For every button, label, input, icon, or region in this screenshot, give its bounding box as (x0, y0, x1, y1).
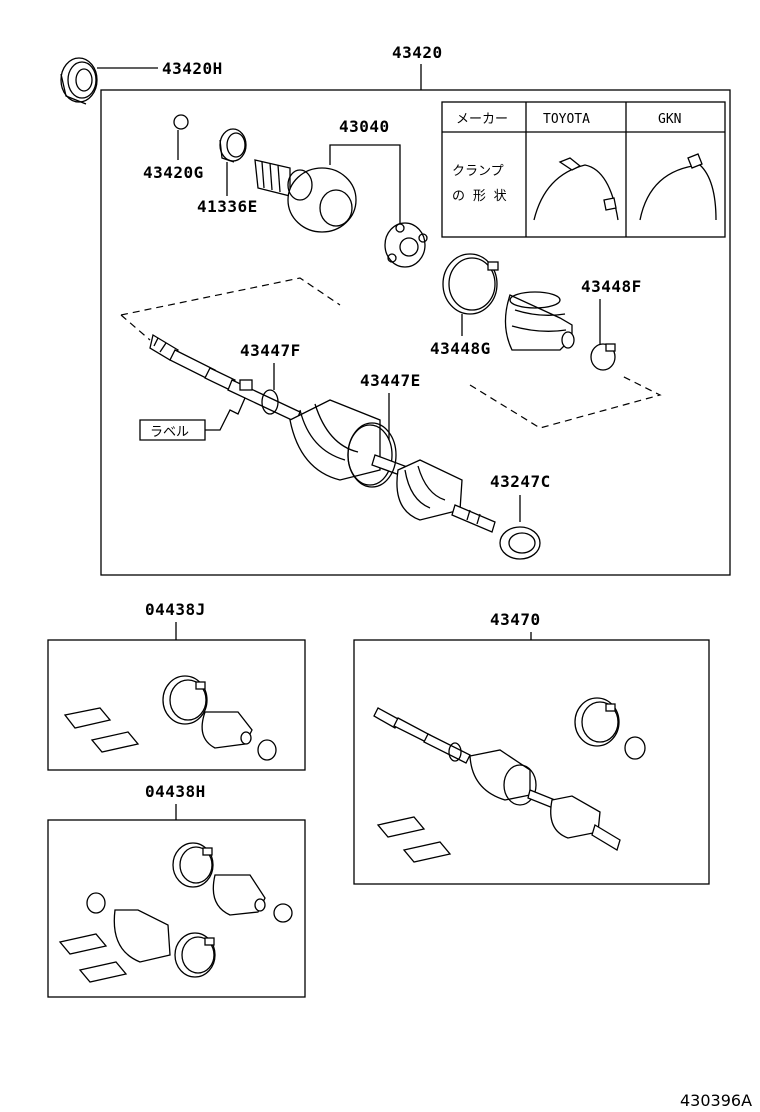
label-43447E: 43447E (360, 371, 421, 390)
table-header-maker: メーカー (456, 112, 508, 127)
table-header-gkn: GKN (658, 112, 681, 127)
kit-04438J-box (47, 639, 306, 771)
seal-43420H (60, 57, 98, 105)
outer-boot (504, 291, 575, 351)
label-tag-text: ラベル (150, 425, 189, 440)
assembly-43470-contents (373, 697, 646, 863)
clamp-shape-table: メーカー TOYOTA GKN クランプ の 形 状 (441, 101, 726, 238)
seal-43247C (499, 526, 541, 560)
kit-04438H-contents (58, 842, 293, 983)
assembly-43470-box (353, 639, 710, 885)
label-41336E: 41336E (197, 197, 258, 216)
kit-04438J-contents (63, 675, 277, 761)
label-43420: 43420 (392, 43, 443, 62)
label-43470: 43470 (490, 610, 541, 629)
outer-joint-43040 (254, 159, 357, 233)
toyota-clamp-icon (533, 164, 619, 221)
small-clamp-43448F (590, 343, 616, 371)
ring-41336E (219, 128, 247, 163)
label-43448F: 43448F (581, 277, 642, 296)
label-04438H: 04438H (145, 782, 206, 801)
table-row-label-line1: クランプ (452, 164, 504, 179)
label-43447F: 43447F (240, 341, 301, 360)
label-04438J: 04438J (145, 600, 206, 619)
table-header-toyota: TOYOTA (543, 112, 590, 127)
boot-clamp-43448G (442, 253, 499, 315)
label-43420G: 43420G (143, 163, 204, 182)
circlip-43420G (173, 114, 189, 130)
label-43247C: 43247C (490, 472, 551, 491)
drawing-number: 430396A (680, 1091, 752, 1110)
assembly-43420-box (100, 89, 731, 576)
clamp-43447E (347, 422, 397, 488)
label-43448G: 43448G (430, 339, 491, 358)
dashed-group-outline (120, 277, 662, 429)
label-43040: 43040 (339, 117, 390, 136)
inner-race-part (384, 222, 428, 268)
table-row-label-line2: の 形 状 (452, 189, 507, 204)
drive-shaft-assembly (149, 333, 496, 533)
label-43420H: 43420H (162, 59, 223, 78)
gkn-clamp-icon (639, 164, 717, 221)
label-tag-callout: ラベル (139, 397, 246, 441)
